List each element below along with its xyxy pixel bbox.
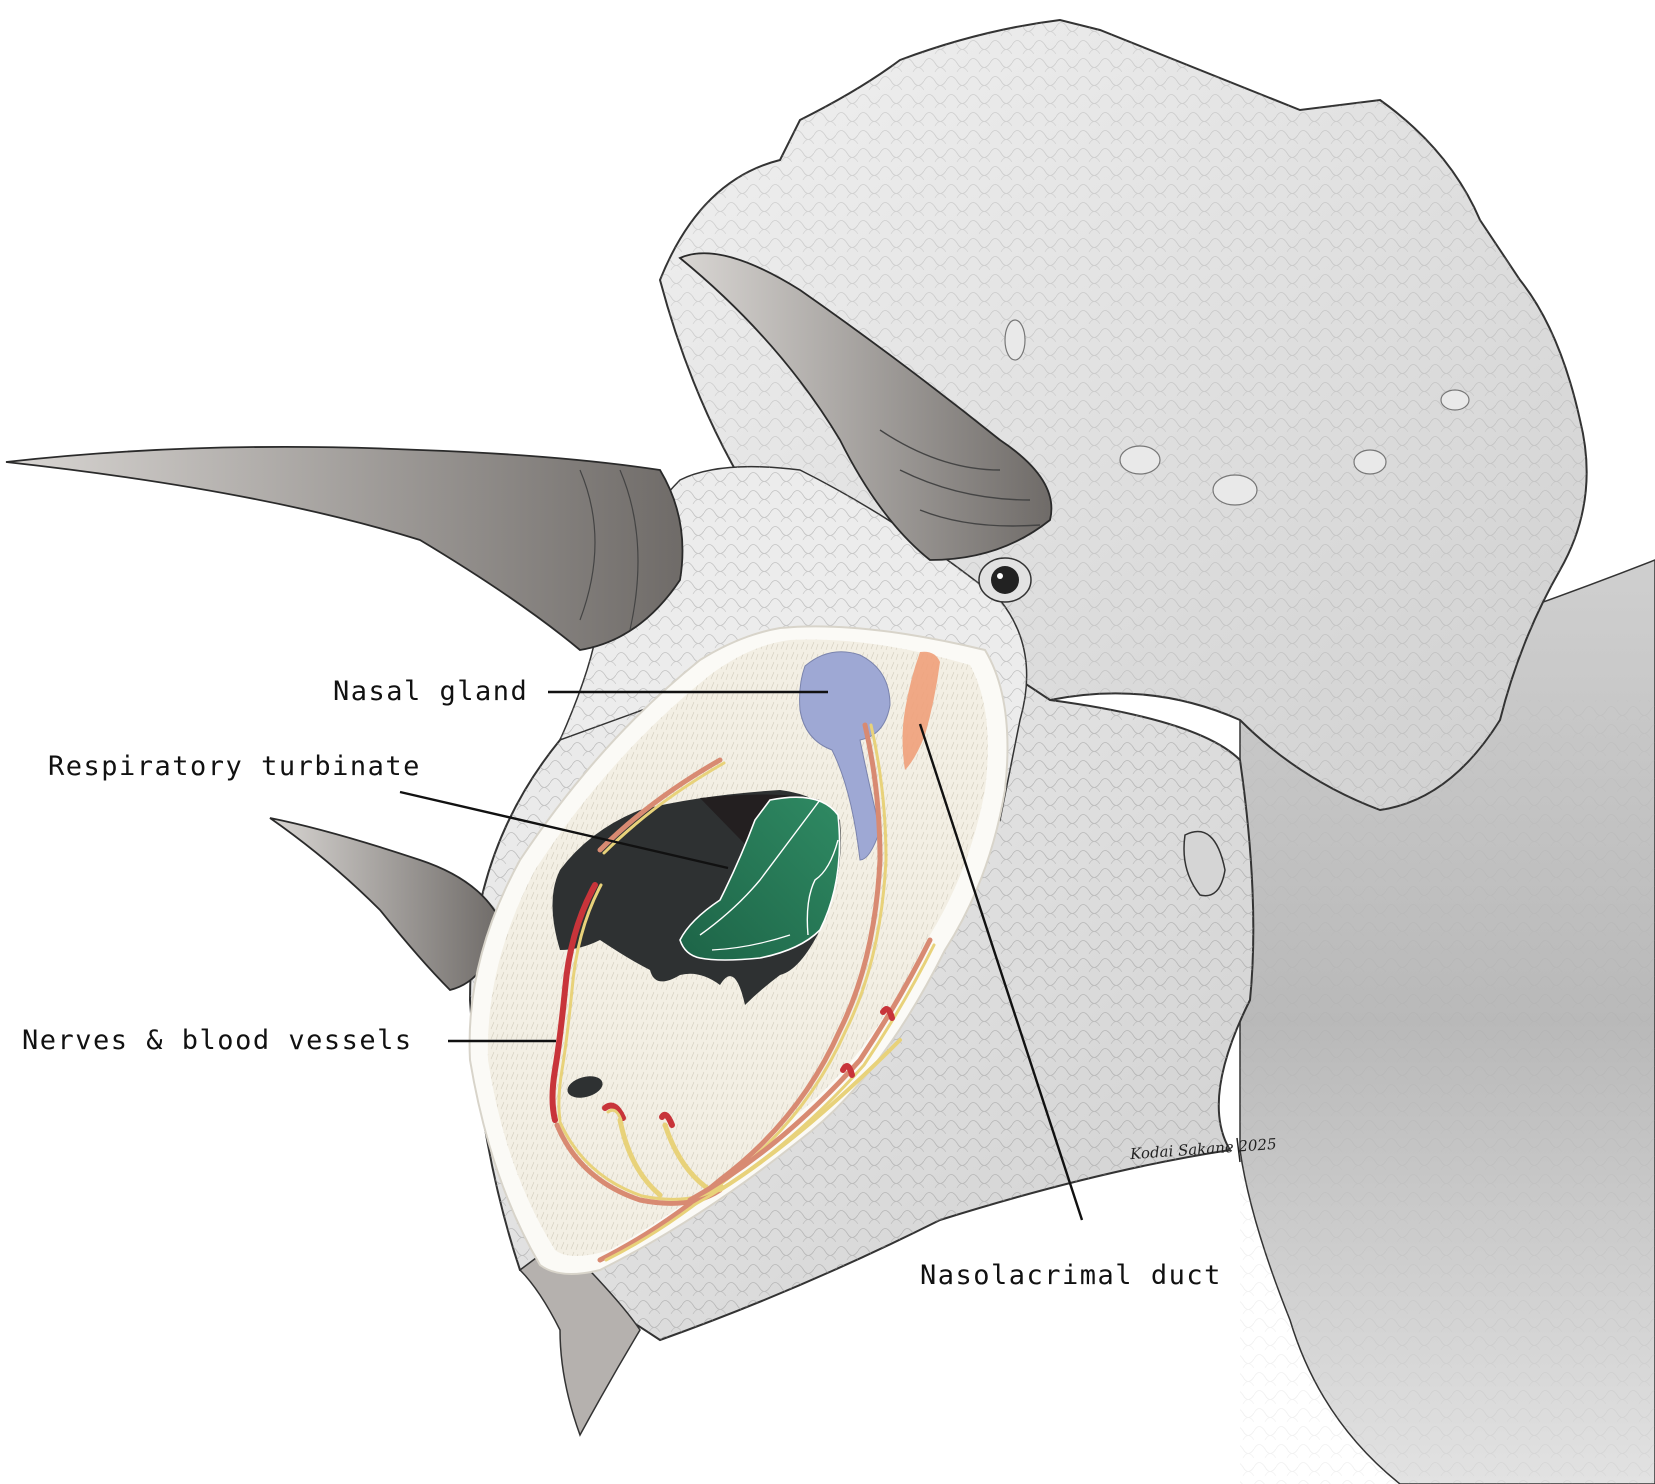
leader-lines [399,690,1084,1221]
nose-horn [269,817,501,991]
respiratory-turbinate [679,796,841,961]
label-respiratory-turbinate: Respiratory turbinate [48,751,421,782]
eye [978,557,1032,603]
nasolacrimal-duct [902,651,940,770]
label-nasal-gland: Nasal gland [333,676,529,707]
left-horn [5,445,684,651]
leader-nasolacrimal-duct [918,723,1084,1221]
nostril-opening [567,1076,603,1098]
label-nerves-blood-vessels: Nerves & blood vessels [22,1025,413,1056]
label-nasolacrimal-duct: Nasolacrimal duct [920,1260,1222,1291]
brow-horn [678,252,1053,561]
nerves-and-vessels [549,722,936,1263]
beak [518,1239,641,1437]
leader-respiratory-turbinate [399,790,729,870]
